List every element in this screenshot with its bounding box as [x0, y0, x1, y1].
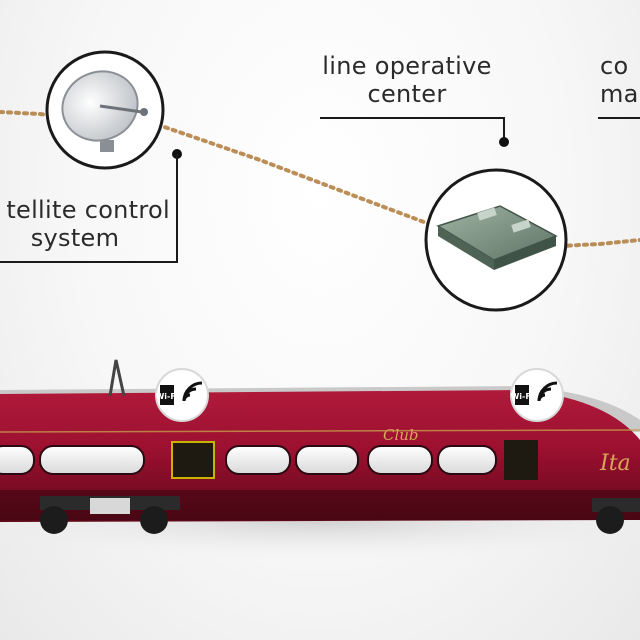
right-center-label-line2: ma — [600, 80, 639, 108]
window — [225, 445, 291, 475]
line-center-label-line1: line operative — [322, 52, 492, 80]
train-bogie — [592, 498, 640, 534]
wifi-icon — [537, 381, 558, 402]
window — [437, 445, 497, 475]
right-center-label: co ma — [600, 52, 640, 108]
window — [367, 445, 433, 475]
line-center-label: line operative center — [312, 52, 502, 108]
train-bogie — [40, 496, 180, 534]
wifi-badge-text: Wi-Fi — [155, 392, 178, 401]
satellite-label: tellite control system — [0, 196, 170, 252]
line-center-label-line2: center — [367, 80, 447, 108]
train-logo: Ita — [599, 451, 631, 476]
window — [39, 445, 145, 475]
train-door — [504, 440, 538, 480]
server-module-icon — [436, 205, 558, 270]
satellite-dish-icon — [61, 70, 148, 152]
pantograph — [108, 359, 126, 397]
right-center-label-line1: co — [600, 52, 629, 80]
train-windows — [0, 445, 497, 475]
train-door — [171, 441, 215, 479]
window — [0, 445, 35, 475]
satellite-label-line2: system — [30, 224, 120, 252]
train-class-label: Club — [383, 426, 419, 444]
window — [295, 445, 359, 475]
satellite-label-line1: tellite control — [6, 196, 170, 224]
line-center-node — [320, 117, 568, 312]
wifi-badge: Wi-Fi — [155, 368, 209, 422]
satellite-node — [0, 50, 182, 263]
wifi-badge-text: Wi-Fi — [510, 392, 533, 401]
wifi-badge: Wi-Fi — [510, 368, 564, 422]
wifi-icon — [182, 381, 203, 402]
